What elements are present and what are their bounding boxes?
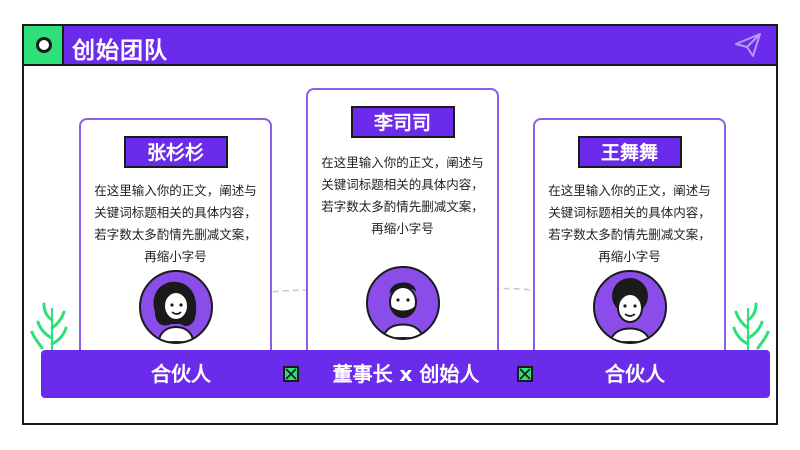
header-bar: 创始团队 (24, 26, 776, 66)
member-name-tag: 李司司 (350, 106, 455, 138)
x-box-icon (283, 366, 299, 382)
paper-plane-icon (735, 33, 761, 57)
avatar-man (592, 270, 667, 344)
member-card-2: 李司司 在这里输入你的正文，阐述与关键词标题相关的具体内容，若字数太多酌情先删减… (306, 88, 499, 378)
role-bar: 合伙人 董事长 x 创始人 合伙人 (41, 350, 770, 398)
slide: 创始团队 张杉杉 在这里输入你的正文，阐述与关键词标题相关的具体内容，若字数太多… (22, 24, 778, 425)
role-label: 合伙人 (605, 362, 665, 386)
avatar-bearded-man (365, 266, 440, 340)
member-description: 在这里输入你的正文，阐述与关键词标题相关的具体内容，若字数太多酌情先删减文案，再… (94, 183, 257, 264)
header-badge (24, 26, 64, 64)
member-name-tag: 张杉杉 (123, 136, 228, 168)
member-name-tag: 王舞舞 (577, 136, 682, 168)
plant-right-icon (732, 302, 770, 352)
x-box-icon (517, 366, 533, 382)
page-title: 创始团队 (72, 38, 168, 64)
plant-left-icon (30, 302, 68, 352)
member-card-3: 王舞舞 在这里输入你的正文，阐述与关键词标题相关的具体内容，若字数太多酌情先删减… (533, 118, 726, 378)
circle-icon (36, 37, 52, 53)
member-description: 在这里输入你的正文，阐述与关键词标题相关的具体内容，若字数太多酌情先删减文案，再… (548, 183, 711, 264)
role-label: 董事长 x 创始人 (332, 362, 480, 386)
member-description: 在这里输入你的正文，阐述与关键词标题相关的具体内容，若字数太多酌情先删减文案，再… (321, 155, 484, 236)
avatar-woman (138, 270, 213, 344)
role-label: 合伙人 (151, 362, 211, 386)
member-card-1: 张杉杉 在这里输入你的正文，阐述与关键词标题相关的具体内容，若字数太多酌情先删减… (79, 118, 272, 378)
